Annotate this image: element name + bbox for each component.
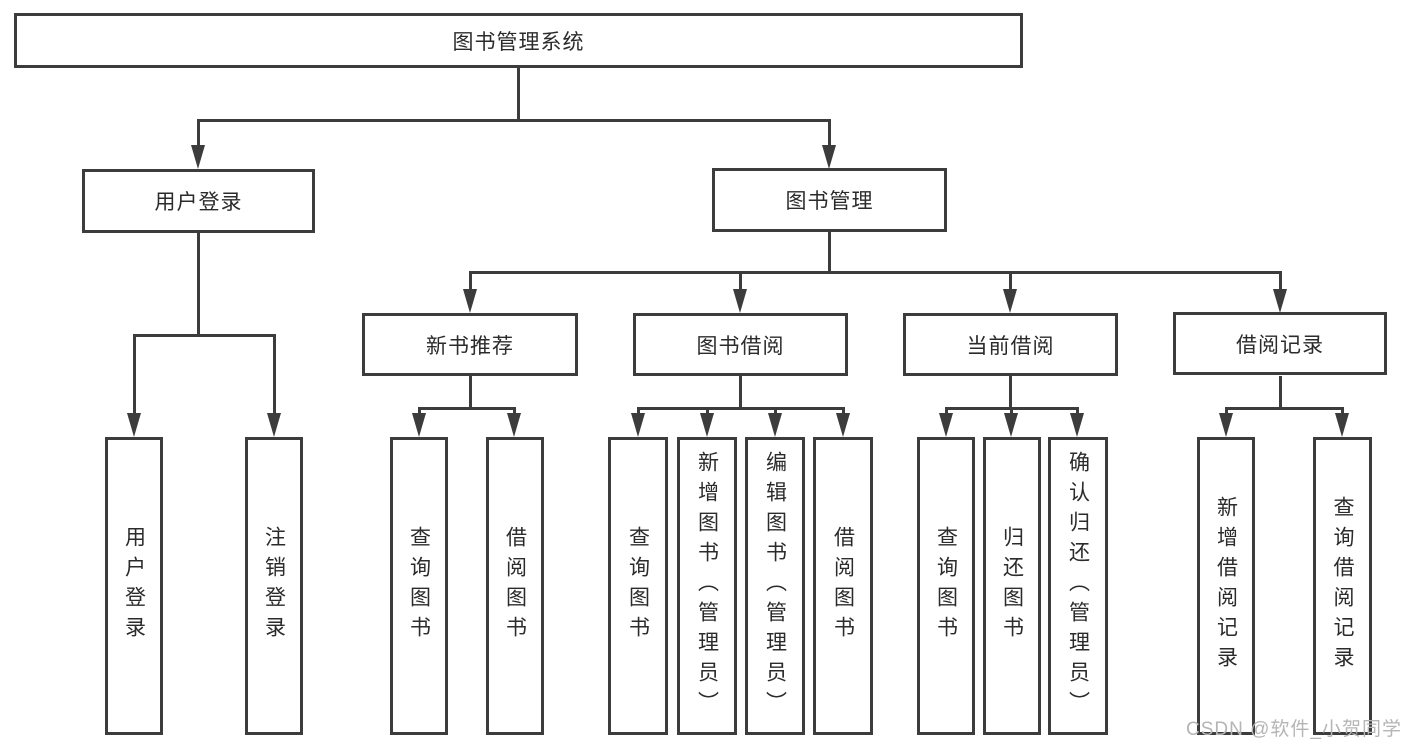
- connector-shaft: [513, 407, 516, 417]
- leaf-borrow-books: 借阅图书: [813, 437, 873, 735]
- leaf-add-books-admin-label: 新增图书（管理员）: [695, 451, 719, 721]
- connector-shaft: [1225, 407, 1228, 417]
- leaf-current-query-books-label: 查询图书: [934, 526, 958, 646]
- node-new-book-recommendation: 新书推荐: [362, 313, 578, 376]
- connector-stem: [469, 376, 472, 409]
- arrowhead: [1335, 413, 1349, 437]
- node-book-management-label: 图书管理: [785, 190, 874, 213]
- arrowhead: [1273, 289, 1287, 313]
- connector-shaft: [774, 407, 777, 417]
- node-book-borrowing-label: 图书借阅: [696, 334, 785, 358]
- connector-rail: [1225, 407, 1343, 410]
- arrowhead: [939, 413, 953, 437]
- arrowhead: [836, 413, 850, 437]
- connector-shaft: [637, 407, 640, 417]
- leaf-borrow-query-books: 查询图书: [608, 437, 668, 735]
- connector-shaft: [197, 119, 200, 149]
- csdn-watermark: CSDN @软件_小贺同学: [1186, 719, 1402, 740]
- connector-root-stem: [517, 66, 520, 122]
- arrowhead: [507, 413, 521, 437]
- arrowhead: [822, 145, 836, 169]
- leaf-recommend-borrow-books: 借阅图书: [486, 437, 544, 735]
- connector-shaft: [469, 271, 472, 291]
- connector-rail: [418, 407, 516, 410]
- arrowhead: [733, 289, 747, 313]
- arrowhead: [1219, 413, 1233, 437]
- connector-stem: [1009, 376, 1012, 409]
- connector-rail: [637, 407, 845, 410]
- leaf-add-borrow-record: 新增借阅记录: [1197, 437, 1255, 735]
- node-root: 图书管理系统: [14, 13, 1023, 68]
- arrowhead: [1070, 413, 1084, 437]
- leaf-add-borrow-record-label: 新增借阅记录: [1214, 496, 1238, 676]
- leaf-edit-books-admin: 编辑图书（管理员）: [745, 437, 805, 735]
- connector-shaft: [739, 271, 742, 291]
- arrowhead: [127, 413, 141, 437]
- arrowhead: [412, 413, 426, 437]
- arrowhead: [700, 413, 714, 437]
- arrowhead: [1003, 289, 1017, 313]
- leaf-current-query-books: 查询图书: [917, 437, 975, 735]
- connector-shaft: [1279, 271, 1282, 291]
- leaf-borrow-books-label: 借阅图书: [831, 526, 855, 646]
- leaf-return-books-label: 归还图书: [1000, 526, 1024, 646]
- node-borrowing-records-label: 借阅记录: [1236, 333, 1324, 357]
- leaf-query-borrow-record: 查询借阅记录: [1313, 437, 1372, 735]
- connector-shaft: [1076, 407, 1079, 417]
- connector-shaft: [842, 407, 845, 417]
- connector-shaft: [1009, 271, 1012, 291]
- node-book-management: 图书管理: [712, 168, 947, 232]
- arrowhead: [267, 413, 281, 437]
- node-current-borrowing: 当前借阅: [903, 313, 1118, 376]
- connector-shaft: [706, 407, 709, 417]
- connector-shaft: [133, 334, 136, 415]
- node-current-borrowing-label: 当前借阅: [966, 334, 1055, 358]
- connector-stem: [739, 376, 742, 409]
- arrowhead: [1004, 413, 1018, 437]
- arrowhead: [463, 289, 477, 313]
- connector-user-login-rail: [133, 334, 276, 337]
- connector-shaft: [1010, 407, 1013, 417]
- arrowhead: [191, 145, 205, 169]
- connector-stem: [1279, 376, 1282, 409]
- connector-shaft: [418, 407, 421, 417]
- connector-shaft: [945, 407, 948, 417]
- leaf-confirm-return-admin-label: 确认归还（管理员）: [1066, 451, 1090, 721]
- leaf-add-books-admin: 新增图书（管理员）: [677, 437, 737, 735]
- connector-shaft: [828, 119, 831, 149]
- node-new-book-recommendation-label: 新书推荐: [426, 334, 514, 358]
- connector-shaft: [1341, 407, 1344, 417]
- leaf-logout: 注销登录: [245, 437, 303, 735]
- node-book-borrowing: 图书借阅: [633, 313, 848, 376]
- leaf-logout-label: 注销登录: [262, 526, 286, 646]
- connector-level3-rail: [469, 271, 1282, 274]
- connector-shaft: [273, 334, 276, 415]
- node-borrowing-records: 借阅记录: [1173, 312, 1387, 375]
- connector-level2-rail: [197, 119, 831, 122]
- leaf-query-borrow-record-label: 查询借阅记录: [1331, 496, 1354, 676]
- leaf-borrow-query-books-label: 查询图书: [626, 526, 650, 646]
- leaf-confirm-return-admin: 确认归还（管理员）: [1048, 437, 1108, 735]
- arrowhead: [631, 413, 645, 437]
- leaf-user-login: 用户登录: [105, 437, 163, 735]
- leaf-edit-books-admin-label: 编辑图书（管理员）: [763, 451, 787, 721]
- leaf-recommend-query-books-label: 查询图书: [407, 526, 431, 646]
- leaf-recommend-query-books: 查询图书: [390, 437, 448, 735]
- arrowhead: [768, 413, 782, 437]
- node-user-login-label: 用户登录: [154, 191, 243, 214]
- node-user-login: 用户登录: [82, 169, 315, 233]
- connector-book-management-stem: [828, 232, 831, 273]
- leaf-recommend-borrow-books-label: 借阅图书: [503, 526, 527, 646]
- leaf-return-books: 归还图书: [983, 437, 1041, 735]
- leaf-user-login-label: 用户登录: [122, 526, 146, 646]
- connector-user-login-stem: [197, 233, 200, 336]
- node-root-label: 图书管理系统: [452, 30, 585, 54]
